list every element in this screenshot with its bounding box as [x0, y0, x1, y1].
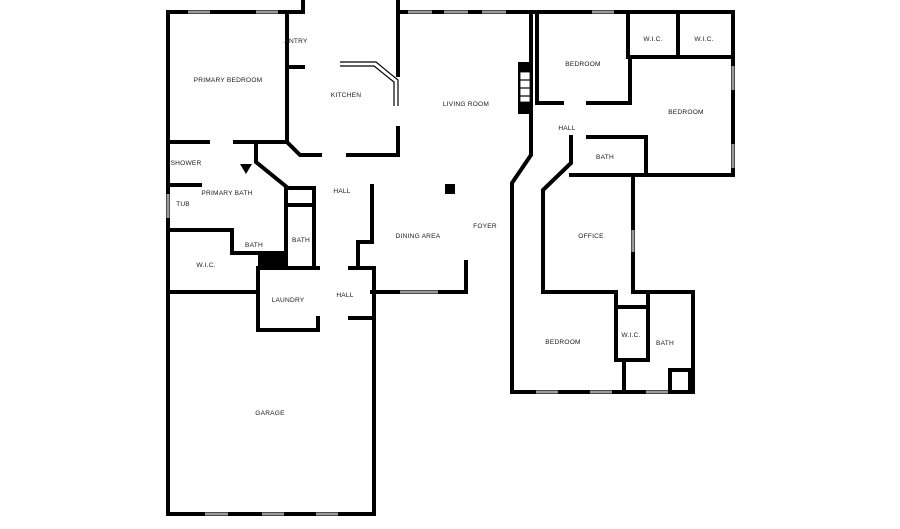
label-kitchen: KITCHEN — [331, 92, 361, 99]
fireplace-insert — [519, 71, 531, 103]
label-hall-right: HALL — [558, 125, 575, 132]
label-hall-center: HALL — [333, 188, 350, 195]
label-pantry: ANTRY — [284, 38, 308, 45]
label-bath-bottom: BATH — [656, 340, 674, 347]
label-bath-small: BATH — [245, 242, 263, 249]
label-tub: TUB — [176, 201, 190, 208]
label-wic-primary: W.I.C. — [196, 262, 215, 269]
label-foyer: FOYER — [473, 223, 497, 230]
label-shower: SHOWER — [171, 160, 202, 167]
room-labels: ANTRY PRIMARY BEDROOM KITCHEN LIVING ROO… — [171, 36, 714, 417]
label-dining-area: DINING AREA — [396, 233, 441, 240]
walls — [166, 0, 735, 516]
fixtures — [240, 62, 532, 268]
water-heater — [258, 254, 284, 268]
label-bath-right: BATH — [596, 154, 614, 161]
label-garage: GARAGE — [255, 410, 285, 417]
label-office: OFFICE — [578, 233, 604, 240]
column — [445, 184, 455, 194]
label-primary-bedroom: PRIMARY BEDROOM — [194, 77, 263, 84]
label-bedroom-top: BEDROOM — [565, 61, 600, 68]
label-wic-top-left: W.I.C. — [643, 36, 662, 43]
label-wic-top-right: W.I.C. — [694, 36, 713, 43]
label-wic-bottom: W.I.C. — [621, 332, 640, 339]
label-primary-bath: PRIMARY BATH — [201, 190, 252, 197]
label-bedroom-bottom: BEDROOM — [545, 339, 580, 346]
label-bedroom-right: BEDROOM — [668, 109, 703, 116]
windows — [166, 10, 735, 516]
label-bath-center: BATH — [292, 237, 310, 244]
label-laundry: LAUNDRY — [272, 297, 305, 304]
label-hall-lower: HALL — [336, 292, 353, 299]
vanity-corner — [240, 164, 252, 174]
label-living-room: LIVING ROOM — [443, 101, 489, 108]
